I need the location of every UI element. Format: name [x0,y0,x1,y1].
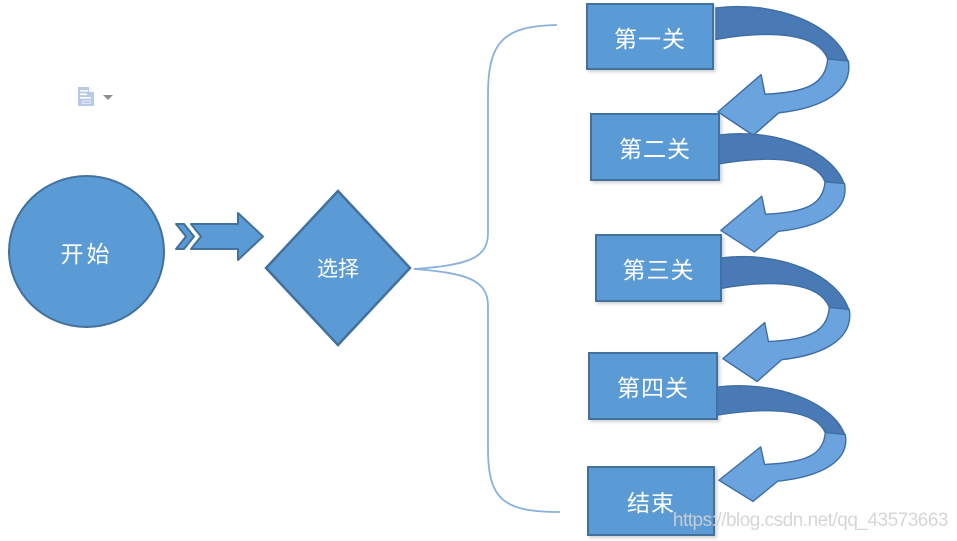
loop-arrow-2-top-band [718,133,846,187]
loop-arrow-3-bottom-band [722,306,851,383]
watermark-text: https://blog.csdn.net/qq_43573663 [672,510,949,531]
chevron-down-icon[interactable] [103,95,113,100]
start-circle-shape[interactable]: 开始 [8,175,165,328]
start-label: 开始 [60,241,113,267]
loop-arrow-3[interactable] [720,255,851,383]
block-arrow-body [190,212,264,261]
loop-arrow-1[interactable] [715,5,850,137]
stage-label-2: 第二关 [619,137,691,162]
loop-arrow-4[interactable] [716,385,847,503]
paste-icon [78,87,94,106]
loop-arrow-1-bottom-band [717,58,850,137]
loop-arrow-4-bottom-band [718,432,847,503]
loop-arrow-1-top-band [715,5,850,64]
stage-label-5: 结束 [627,491,675,516]
block-arrow-shape[interactable] [175,212,264,261]
block-arrow-stripe [175,223,195,250]
loop-arrow-3-top-band [720,255,850,312]
curly-brace-shape[interactable] [413,24,561,513]
stage-label-3: 第三关 [622,258,695,283]
stage-box-1[interactable]: 第一关 [586,3,714,70]
stage-box-3[interactable]: 第三关 [595,234,722,302]
decision-diamond-shape[interactable] [264,189,412,347]
stage-label-4: 第四关 [617,376,689,401]
loop-arrow-4-top-band [716,385,846,437]
decision-label: 选择 [317,257,359,281]
stage-box-2[interactable]: 第二关 [590,113,720,181]
loop-arrow-2-bottom-band [720,181,846,253]
paste-options-button[interactable] [76,85,118,111]
stage-box-5[interactable]: 结束 [587,466,715,536]
stage-label-1: 第一关 [614,26,686,52]
stage-box-4[interactable]: 第四关 [588,352,718,420]
loop-arrow-2[interactable] [718,133,846,253]
